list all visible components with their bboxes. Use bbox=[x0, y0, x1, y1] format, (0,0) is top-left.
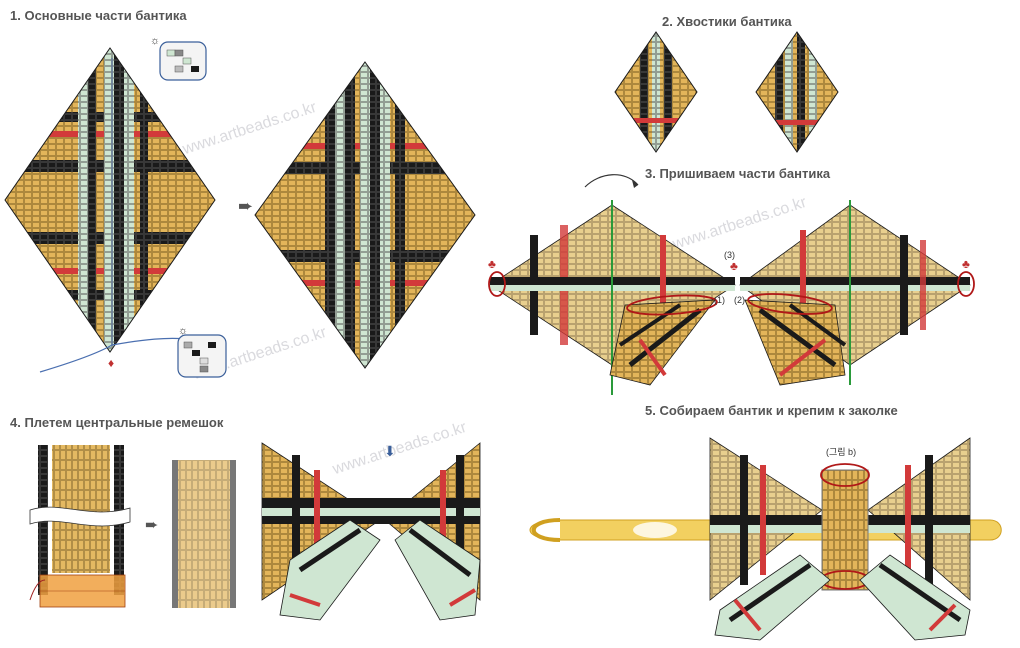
marker-1: (1) bbox=[714, 295, 725, 305]
step4-strap-weaving: ➨ bbox=[29, 445, 236, 608]
step-4-title: 4. Плетем центральные ремешок bbox=[10, 415, 224, 430]
step5-final-bow bbox=[529, 437, 1002, 641]
step2-tail-b bbox=[755, 31, 839, 153]
korean-label: (그림 b) bbox=[826, 446, 856, 457]
svg-text:☼: ☼ bbox=[178, 325, 188, 337]
marker-2: (2) bbox=[734, 295, 745, 305]
step1-diamond-pattern: ♦ ☼ ☼ bbox=[4, 35, 227, 378]
step-5-title: 5. Собираем бантик и крепим к заколке bbox=[645, 403, 898, 418]
step4-bow: ⬇ bbox=[261, 442, 481, 621]
svg-text:♣: ♣ bbox=[962, 257, 970, 271]
step1-completed-diamond bbox=[254, 61, 476, 369]
step-2-title: 2. Хвостики бантика bbox=[662, 14, 792, 29]
svg-text:⬇: ⬇ bbox=[384, 443, 396, 459]
step-1-title: 1. Основные части бантика bbox=[10, 8, 187, 23]
svg-text:➨: ➨ bbox=[145, 517, 158, 534]
step2-tail-a bbox=[614, 31, 698, 153]
svg-text:♣: ♣ bbox=[488, 257, 496, 271]
marker-3: (3) bbox=[724, 250, 735, 260]
svg-text:♣: ♣ bbox=[730, 259, 738, 273]
svg-text:☼: ☼ bbox=[150, 35, 160, 47]
step3-assembly: ♣ ♣ ♣ bbox=[488, 174, 975, 395]
step-3-title: 3. Пришиваем части бантика bbox=[645, 166, 831, 181]
svg-text:♦: ♦ bbox=[108, 356, 114, 370]
step1-arrow-icon: ➨ bbox=[238, 196, 253, 216]
